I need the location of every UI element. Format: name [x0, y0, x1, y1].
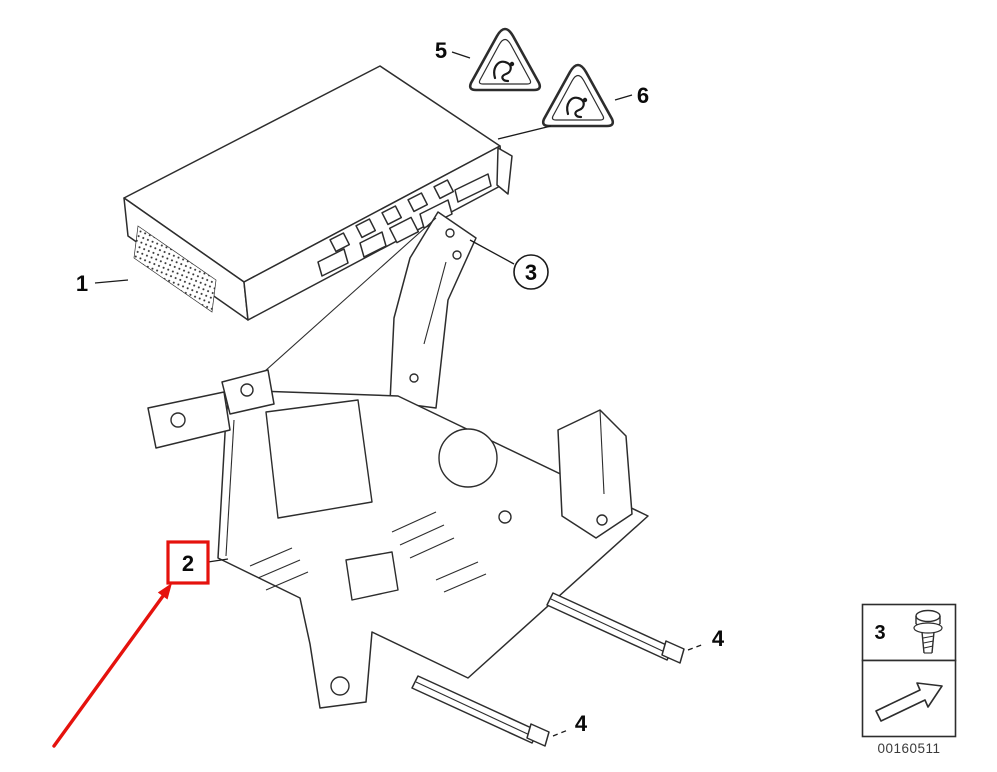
amplifier-heatsink-drawing [123, 65, 513, 321]
callout-2[interactable]: 2 [166, 540, 229, 585]
mounting-bracket-drawing [147, 211, 649, 709]
pointer-arrow-shaft [52, 594, 165, 748]
leader-line-5 [451, 51, 471, 59]
pointer-arrow-head [157, 583, 172, 600]
callout-1-label[interactable]: 1 [76, 271, 88, 296]
callout-1[interactable]: 1 [76, 271, 129, 296]
callout-4-rear-label[interactable]: 4 [712, 626, 725, 651]
direction-arrow-icon [875, 682, 943, 722]
callout-6[interactable]: 6 [637, 83, 649, 108]
callout-4-front-label[interactable]: 4 [575, 711, 588, 736]
callout-5[interactable]: 5 [435, 38, 447, 63]
diagram-code: 00160511 [877, 741, 940, 756]
callout-5-label[interactable]: 5 [435, 38, 447, 63]
callout-3-label[interactable]: 3 [525, 260, 537, 285]
callout-3[interactable]: 3 [469, 239, 549, 290]
legend-item-number: 3 [874, 622, 885, 644]
callout-3-circle[interactable] [513, 254, 549, 290]
legend-item-box[interactable] [861, 603, 957, 662]
hex-bolt-icon [913, 609, 943, 654]
side-rail-drawing [411, 675, 550, 747]
callout-2-label[interactable]: 2 [182, 551, 194, 576]
leader-line-6 [614, 94, 633, 101]
callout-4-front[interactable]: 4 [552, 711, 588, 737]
side-rail-drawing [546, 592, 685, 664]
highlight-box [166, 540, 210, 585]
pointer-arrow [52, 583, 172, 748]
warning-triangle-icon [541, 63, 615, 128]
callout-6-label[interactable]: 6 [637, 83, 649, 108]
warning-triangle-icon [468, 27, 542, 92]
leader-line-6-to-amplifier [497, 125, 552, 140]
speaker-grille [133, 225, 217, 313]
callout-4-rear[interactable]: 4 [687, 626, 725, 651]
legend-panel: 3 [861, 603, 957, 738]
